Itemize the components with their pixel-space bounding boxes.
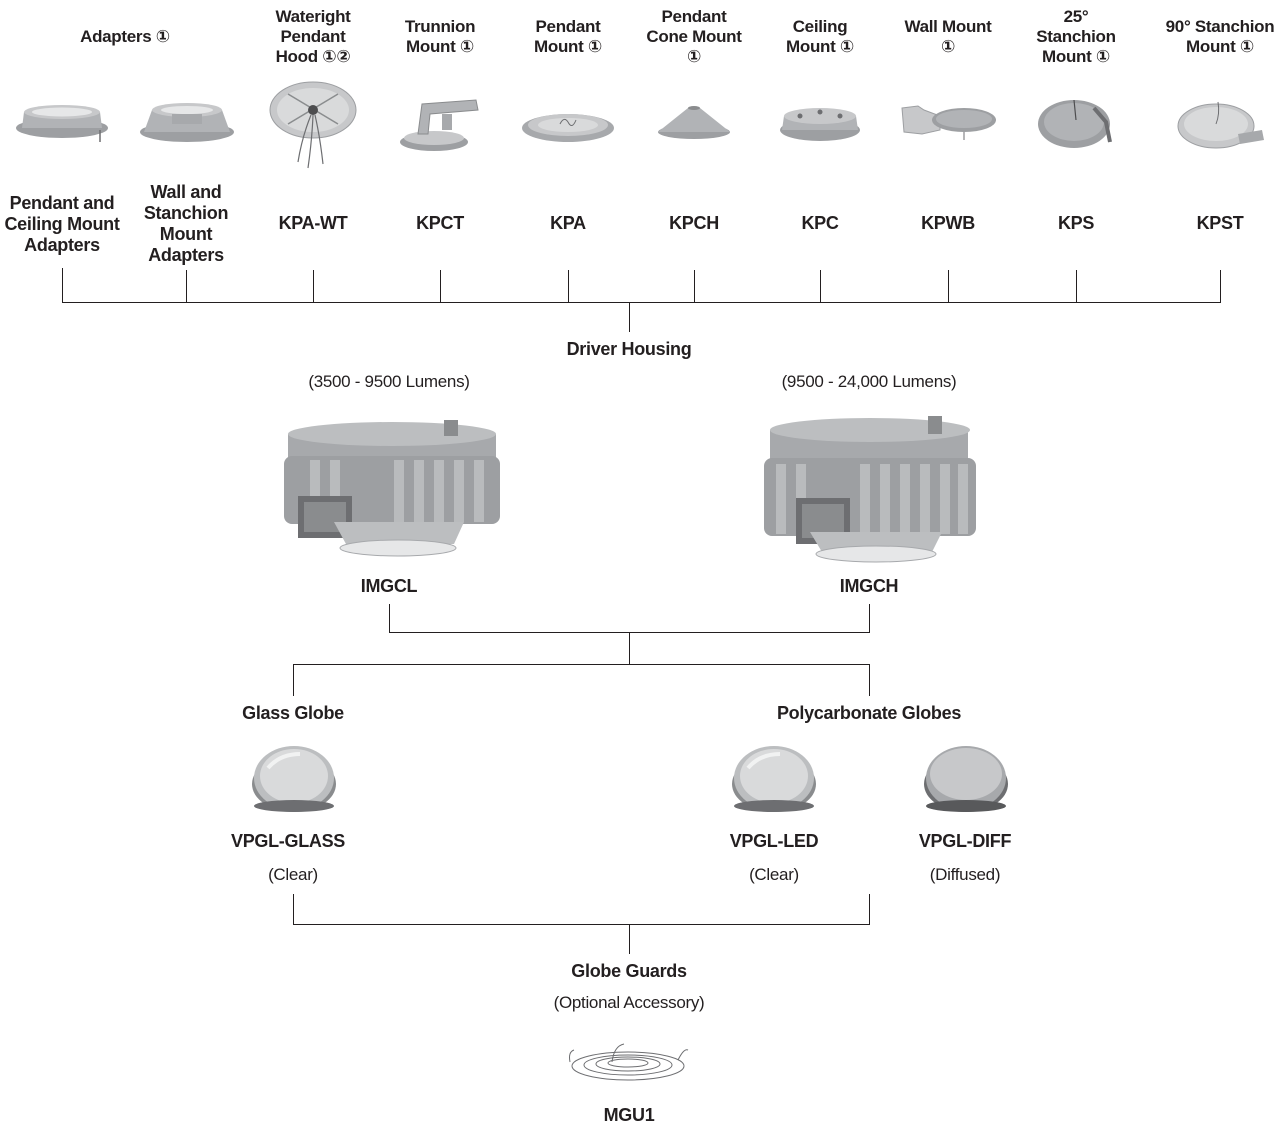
kpch-code: KPCH [669, 213, 719, 233]
mount-tick [948, 270, 949, 302]
kpwb-code: KPWB [921, 213, 975, 233]
pendant-mount-icon [522, 114, 614, 142]
kpa-wt-code: KPA-WT [278, 213, 348, 233]
imgch-code: IMGCH [839, 576, 899, 596]
mount-tick [62, 268, 63, 302]
globe-guards-subtitle: (Optional Accessory) [553, 993, 705, 1012]
low-lumen-range: (3500 - 9500 Lumens) [308, 372, 470, 391]
mount-tick [820, 270, 821, 302]
glass-globe-title: Glass Globe [242, 703, 344, 723]
imgch-housing-icon [764, 416, 976, 563]
mount-bus-line [62, 302, 1221, 303]
pendant-ceiling-adapter-icon [16, 105, 108, 142]
mount-tick [568, 270, 569, 302]
polycarbonate-globes-title: Polycarbonate Globes [776, 703, 962, 723]
wall-stanchion-adapter-icon [140, 103, 234, 142]
kpct-code: KPCT [416, 213, 464, 233]
vpgl-glass-finish: (Clear) [268, 865, 318, 884]
imgcl-housing-icon [284, 420, 500, 557]
pendant-cone-mount-icon [658, 106, 730, 139]
housing-bus-drop [629, 632, 630, 664]
globe-bus-line [293, 664, 870, 665]
housing-tick [869, 604, 870, 632]
vpgl-diff-finish: (Diffused) [929, 865, 1001, 884]
diffused-poly-globe-icon [924, 746, 1008, 812]
mount-bus-drop [629, 302, 630, 332]
guard-tick [293, 894, 294, 924]
kpc-code: KPC [801, 213, 839, 233]
guard-bus-line [293, 924, 870, 925]
vpgl-diff-code: VPGL-DIFF [918, 831, 1012, 851]
stanchion-25-mount-icon [1038, 99, 1112, 148]
housing-tick [389, 604, 390, 632]
mount-tick [186, 270, 187, 302]
mount-tick [440, 270, 441, 302]
stanchion-90-mount-icon [1177, 101, 1264, 149]
guard-bus-drop [629, 924, 630, 954]
mount-tick [694, 270, 695, 302]
ceiling-mount-icon [780, 108, 860, 141]
imgcl-code: IMGCL [360, 576, 418, 596]
guard-tick [869, 894, 870, 924]
mount-tick [1076, 270, 1077, 302]
driver-housing-title: Driver Housing [566, 339, 692, 359]
globe-tick [293, 664, 294, 696]
vpgl-glass-code: VPGL-GLASS [230, 831, 346, 851]
globe-guards-title: Globe Guards [571, 961, 687, 981]
mount-tick [313, 270, 314, 302]
kps-code: KPS [1057, 213, 1095, 233]
high-lumen-range: (9500 - 24,000 Lumens) [781, 372, 957, 391]
wall-mount-icon [901, 105, 996, 140]
vpgl-led-finish: (Clear) [749, 865, 799, 884]
mount-tick [1220, 270, 1221, 302]
glass-globe-icon [252, 746, 336, 812]
globe-tick [869, 664, 870, 696]
adapters-header: Adapters ① [80, 27, 170, 46]
kpa-code: KPA [550, 213, 586, 233]
kpst-code: KPST [1196, 213, 1244, 233]
trunnion-mount-icon [400, 99, 479, 151]
mgu1-code: MGU1 [603, 1105, 655, 1125]
globe-guard-icon [569, 1043, 689, 1081]
clear-poly-globe-icon [732, 746, 816, 812]
vpgl-led-code: VPGL-LED [729, 831, 819, 851]
wateright-pendant-hood-icon [269, 81, 357, 169]
